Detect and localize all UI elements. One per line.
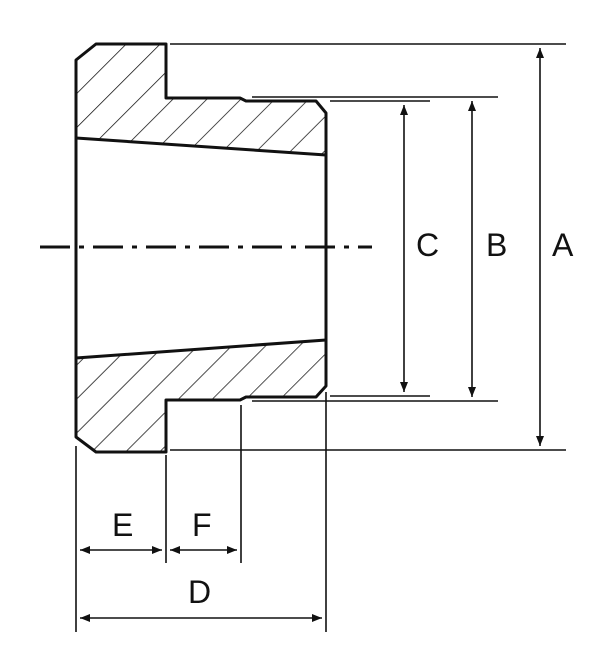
label-a: A [552,227,574,263]
label-e: E [112,507,133,543]
dimension-e: E [80,507,162,554]
upper-section [74,42,328,157]
label-f: F [192,507,212,543]
lower-section [74,338,328,454]
dimension-a: A [536,48,574,446]
extension-lines [75,43,566,632]
dimension-c: C [400,105,439,392]
dimension-d: D [80,574,322,622]
dimension-b: B [468,101,507,397]
label-b: B [486,227,507,263]
label-d: D [188,574,211,610]
dimension-f: F [170,507,237,554]
label-c: C [416,227,439,263]
